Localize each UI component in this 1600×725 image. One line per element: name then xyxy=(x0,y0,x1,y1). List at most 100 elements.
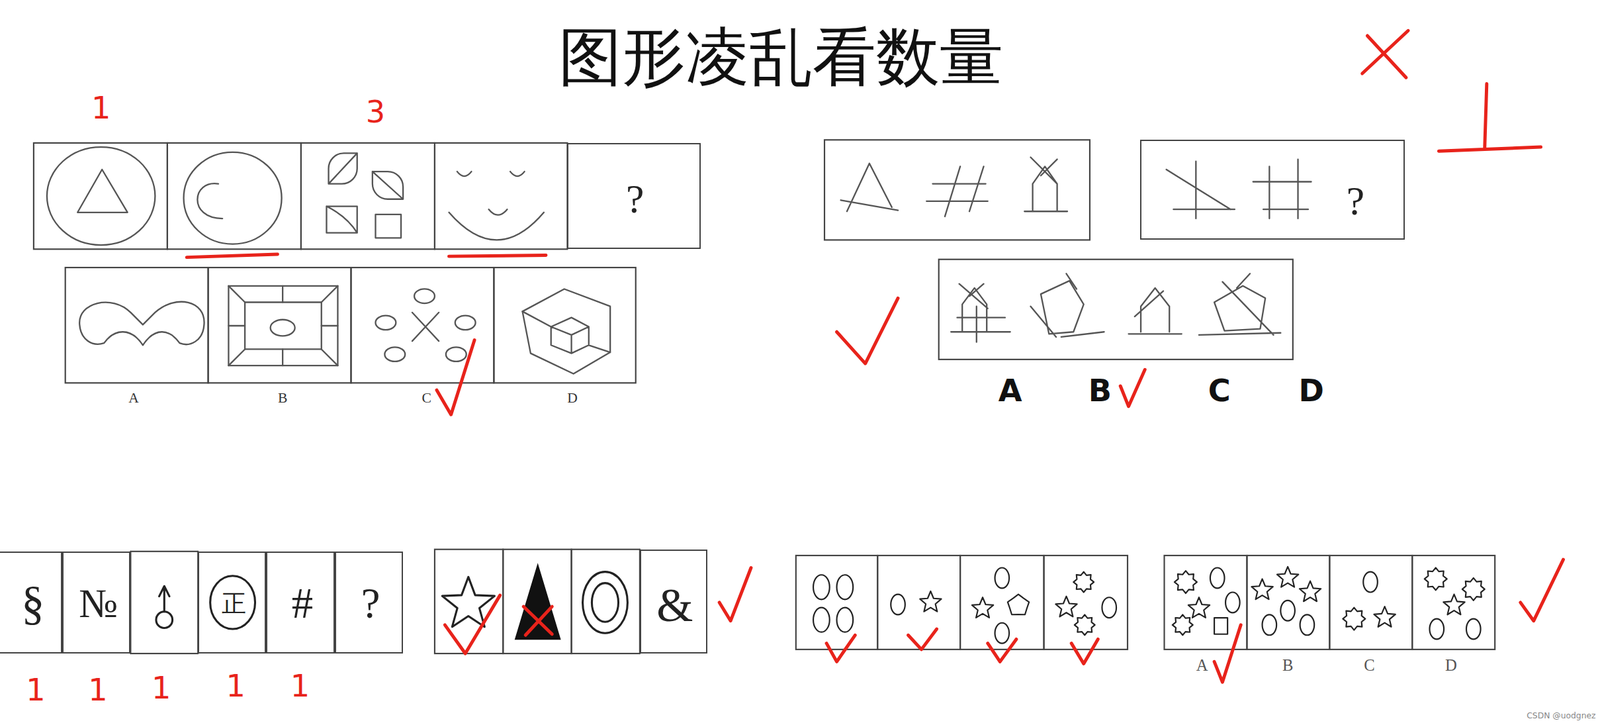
figure-stroke xyxy=(1251,578,1273,599)
figure-stroke xyxy=(1210,567,1225,588)
figure-stroke xyxy=(1071,638,1098,664)
figure-stroke xyxy=(445,346,467,362)
figure-stroke xyxy=(65,267,209,383)
puzzle-cell: # xyxy=(266,551,335,654)
figure-stroke xyxy=(130,551,198,654)
annotation-number: 1 xyxy=(88,674,108,705)
figure-stroke xyxy=(1164,555,1248,650)
figure-stroke xyxy=(197,183,223,219)
figure-stroke xyxy=(130,549,1495,654)
figure-stroke xyxy=(1462,577,1485,601)
cell-symbol: 正 xyxy=(221,590,247,616)
option-letter: A xyxy=(998,375,1023,406)
puzzle-cell: ? xyxy=(1140,139,1406,240)
figure-stroke xyxy=(186,254,278,258)
figure-stroke xyxy=(1342,607,1366,630)
figure-stroke xyxy=(813,566,1485,644)
figure-stroke xyxy=(33,142,168,249)
puzzle-cell: ? xyxy=(567,142,701,249)
figure-stroke xyxy=(1214,617,1228,634)
figure-stroke xyxy=(65,267,636,383)
figure-stroke xyxy=(46,146,155,245)
figure-stroke xyxy=(375,315,396,331)
figure-stroke xyxy=(183,152,282,245)
figure-stroke xyxy=(1363,571,1378,593)
figure-stroke xyxy=(522,288,611,374)
figure-stroke xyxy=(1214,624,1241,682)
figure-stroke xyxy=(328,152,358,184)
figure-stroke xyxy=(1520,559,1564,621)
figure-stroke xyxy=(1074,614,1096,635)
figure-stroke xyxy=(1225,592,1241,613)
figure-stroke xyxy=(1329,555,1413,650)
annotation-number: 3 xyxy=(365,96,386,128)
figure-stroke xyxy=(412,312,439,341)
figure-stroke xyxy=(824,139,1312,360)
figure-stroke xyxy=(1300,614,1315,635)
annotation-number: 1 xyxy=(226,670,246,701)
figure-stroke xyxy=(582,571,628,634)
figure-stroke xyxy=(436,340,475,415)
option-letter: B xyxy=(1088,375,1112,406)
figure-stroke xyxy=(1030,273,1105,337)
figure-stroke xyxy=(228,285,338,366)
figure-stroke xyxy=(987,638,1017,662)
figure-stroke xyxy=(960,555,1044,650)
figure-stroke xyxy=(455,315,476,331)
figure-stroke xyxy=(167,142,302,249)
figure-stroke xyxy=(796,555,878,650)
figure-stroke xyxy=(449,255,546,257)
figure-stroke xyxy=(1166,161,1235,219)
figure-stroke xyxy=(1412,555,1495,650)
cell-symbol: & xyxy=(656,581,693,629)
annotation-number: 1 xyxy=(25,674,45,705)
figure-stroke xyxy=(1101,596,1117,618)
figure-stroke xyxy=(1007,594,1029,615)
option-letter: C xyxy=(421,391,431,406)
figure-stroke xyxy=(1024,157,1068,212)
option-letter: D xyxy=(1445,657,1458,674)
puzzle-cell: 正 xyxy=(197,551,267,654)
figure-stroke xyxy=(186,30,1563,682)
figure-stroke xyxy=(449,171,544,240)
cell-symbol: § xyxy=(21,579,45,627)
figure-stroke xyxy=(522,311,611,353)
figure-stroke xyxy=(301,142,435,249)
puzzle-cell: № xyxy=(62,551,131,654)
cell-symbol: ? xyxy=(625,178,644,220)
slide-title: 图形凌乱看数量 xyxy=(558,25,1004,90)
figure-stroke xyxy=(938,259,1293,360)
annotation-number: 1 xyxy=(151,672,171,703)
figure-stroke xyxy=(813,607,830,632)
figure-stroke xyxy=(950,283,1010,343)
figure-stroke xyxy=(1299,580,1321,602)
option-letter: A xyxy=(128,391,139,406)
figure-stroke xyxy=(813,574,830,599)
figure-stroke xyxy=(77,169,128,213)
figure-stroke xyxy=(1466,618,1481,640)
figure-stroke xyxy=(210,575,256,629)
figure-stroke xyxy=(434,549,503,654)
figure-stroke xyxy=(571,549,640,654)
figure-stroke xyxy=(434,142,568,249)
figure-stroke xyxy=(208,267,352,383)
figure-stroke xyxy=(375,214,401,238)
figure-stroke xyxy=(591,582,619,623)
annotation-number: 1 xyxy=(91,92,111,124)
figure-stroke xyxy=(890,594,906,615)
figure-stroke xyxy=(837,297,899,364)
figure-stroke xyxy=(841,163,898,212)
figure-stroke xyxy=(523,606,552,635)
figure-stroke xyxy=(837,574,854,599)
figure-stroke xyxy=(244,302,322,350)
figure-stroke xyxy=(1199,273,1281,335)
figure-stroke xyxy=(159,585,170,612)
cell-symbol: # xyxy=(291,581,313,625)
figure-stroke xyxy=(372,171,403,200)
figure-stroke xyxy=(1174,570,1198,593)
figure-stroke xyxy=(502,549,572,654)
figure-stroke xyxy=(1172,614,1194,635)
figure-stroke xyxy=(1373,606,1395,627)
figure-stroke xyxy=(1277,566,1299,587)
